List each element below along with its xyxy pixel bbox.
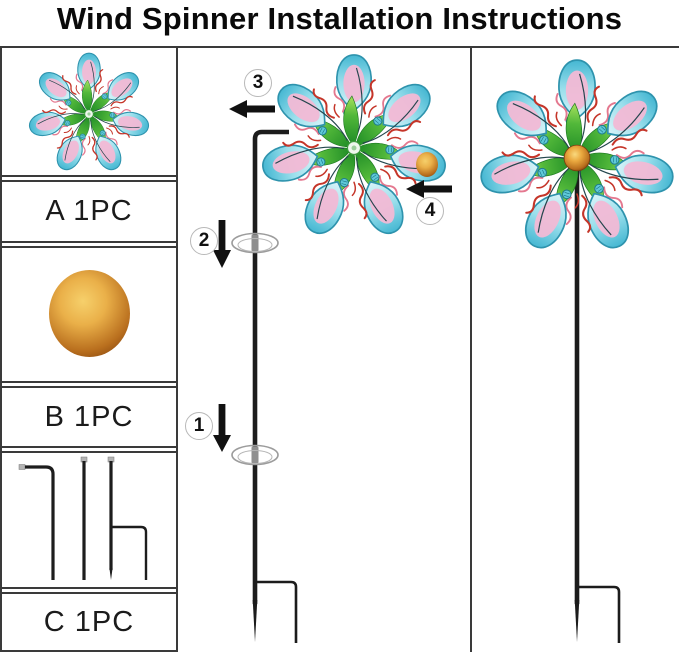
twist-connector-upper	[231, 232, 279, 254]
part-a-label: A 1PC	[45, 195, 133, 227]
assembled-pole-ground-fork	[577, 585, 621, 643]
top-divider	[0, 46, 679, 48]
rod-stake-fork	[111, 525, 148, 580]
hook-pole	[252, 129, 289, 604]
twist-connector-lower	[231, 444, 279, 466]
step-3-number: 3	[252, 72, 264, 93]
part-b-label: B 1PC	[44, 400, 134, 433]
assembly-spinner-illustration	[262, 54, 446, 235]
rod-stake-tip	[109, 568, 113, 580]
hook-pole-ground-fork	[255, 580, 298, 643]
step-1-number: 1	[193, 415, 205, 436]
step-2-number: 2	[198, 230, 210, 251]
twist-connector-lower-inner	[237, 450, 273, 464]
part-c-image-cell	[0, 451, 178, 589]
part-b-label-cell: B 1PC	[0, 386, 178, 448]
part-b-ball-illustration	[49, 270, 130, 357]
rod-bent-top	[25, 465, 55, 580]
middle-right-divider	[470, 46, 472, 652]
assembled-pole-tip	[574, 600, 580, 642]
part-c-label: C 1PC	[43, 605, 135, 638]
rod-bent-cap	[18, 464, 26, 470]
part-a-label-cell: A 1PC	[0, 180, 178, 243]
twist-connector-upper-inner	[237, 238, 273, 252]
part-a-spinner-illustration	[28, 52, 150, 171]
page-title: Wind Spinner Installation Instructions	[56, 1, 623, 36]
step-4-badge: 4	[416, 197, 444, 225]
assembled-spinner-illustration	[480, 59, 674, 249]
part-c-label-cell: C 1PC	[0, 592, 178, 652]
step-4-ball-illustration	[416, 152, 438, 177]
step-1-badge: 1	[185, 412, 213, 440]
hook-pole-tip	[252, 600, 258, 642]
step-3-badge: 3	[244, 69, 272, 97]
coupling-nut-lower	[251, 446, 259, 464]
step-2-badge: 2	[190, 227, 218, 255]
step-4-number: 4	[424, 200, 436, 221]
